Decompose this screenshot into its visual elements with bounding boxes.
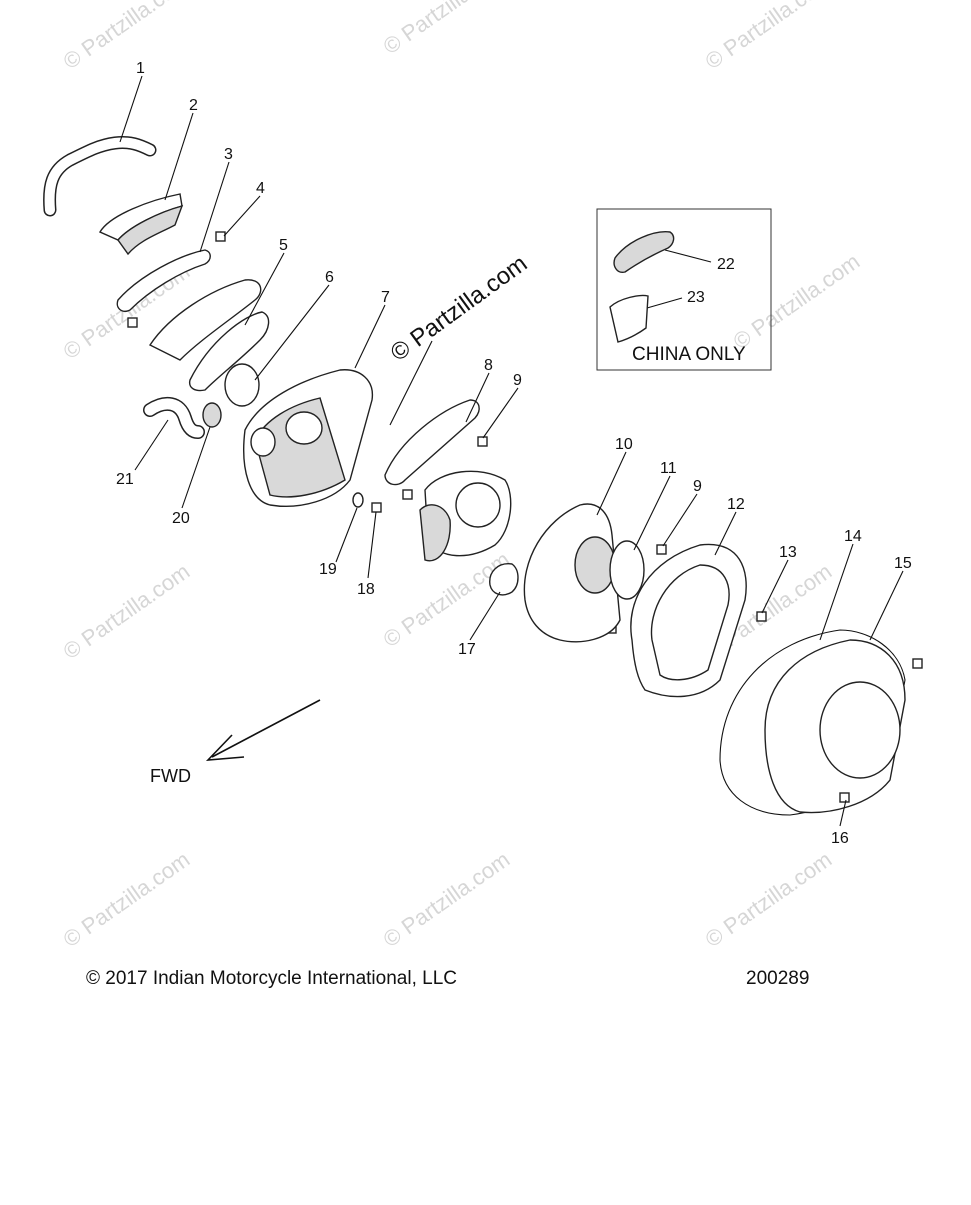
callout-2: 2	[189, 97, 198, 114]
part-18-bolt	[371, 502, 382, 513]
callout-19: 19	[319, 561, 337, 578]
part-14-cover-gasket	[719, 629, 906, 816]
callout-8: 8	[484, 357, 493, 374]
part-5-boot	[148, 279, 270, 392]
main-watermark: © Partzilla.com	[386, 250, 533, 367]
forward-arrow: FWD	[150, 699, 321, 786]
callout-12: 12	[727, 496, 745, 513]
callout-11: 11	[660, 460, 677, 477]
part-19-washer	[352, 492, 364, 508]
part-2-cover	[98, 193, 184, 256]
callout-17: 17	[458, 641, 476, 658]
china-only-inset: 22 23 CHINA ONLY	[596, 208, 772, 371]
callout-7: 7	[381, 289, 390, 306]
part-8-seal	[384, 399, 480, 486]
callout-9-lower: 9	[693, 478, 702, 495]
part-22-element	[613, 231, 675, 273]
callout-3: 3	[224, 146, 233, 163]
watermark: © Partzilla.com	[59, 847, 195, 953]
callout-4: 4	[256, 180, 265, 197]
callout-21: 21	[116, 471, 134, 488]
watermark: © Partzilla.com	[59, 559, 195, 665]
leader-lines	[119, 75, 904, 827]
callout-10: 10	[615, 436, 633, 453]
watermark: © Partzilla.com	[729, 249, 865, 355]
throttle-body	[419, 470, 512, 562]
watermark: © Partzilla.com	[701, 847, 837, 953]
watermark: © Partzilla.com	[379, 847, 515, 953]
part-3-gasket	[116, 249, 211, 312]
copyright-text: © 2017 Indian Motorcycle International, …	[86, 968, 457, 989]
part-6-o-ring	[224, 363, 260, 407]
callout-20: 20	[172, 510, 190, 527]
part-1-breather-hose	[43, 136, 157, 217]
part-16-screw	[839, 658, 923, 803]
part-10-base-plate	[523, 503, 621, 643]
callout-numbers: 1 2 3 4 5 6 7 8 9 10 11 9 12 13 14 15 16…	[116, 60, 912, 847]
inset-frame	[596, 208, 772, 371]
watermark: © Partzilla.com	[379, 0, 515, 59]
callout-13: 13	[779, 544, 797, 561]
part-17-gasket	[489, 563, 519, 596]
watermark: © Partzilla.com	[379, 547, 515, 653]
part-12-filter	[630, 543, 747, 698]
callout-6: 6	[325, 269, 334, 286]
callout-16: 16	[831, 830, 849, 847]
callout-22: 22	[717, 256, 735, 273]
watermark: © Partzilla.com	[59, 0, 195, 74]
part-13-screw	[756, 611, 767, 622]
watermark: © Partzilla.com	[701, 0, 837, 74]
callout-5: 5	[279, 237, 288, 254]
callout-9-upper: 9	[513, 372, 522, 389]
callout-14: 14	[844, 528, 862, 545]
part-7-air-housing	[243, 369, 374, 507]
callout-15: 15	[894, 555, 912, 572]
inset-label: CHINA ONLY	[632, 344, 746, 365]
callout-23: 23	[687, 289, 705, 306]
part-23-label-plate	[609, 294, 649, 343]
part-11-o-ring	[609, 540, 645, 600]
fwd-label: FWD	[150, 766, 191, 786]
part-15-filter-cover	[764, 639, 906, 814]
callout-1: 1	[136, 60, 145, 77]
part-21-hose	[143, 396, 205, 439]
diagram-number: 200289	[746, 968, 810, 989]
part-20-grommet	[202, 402, 222, 428]
callout-18: 18	[357, 581, 375, 598]
part-4-screw	[127, 231, 226, 328]
